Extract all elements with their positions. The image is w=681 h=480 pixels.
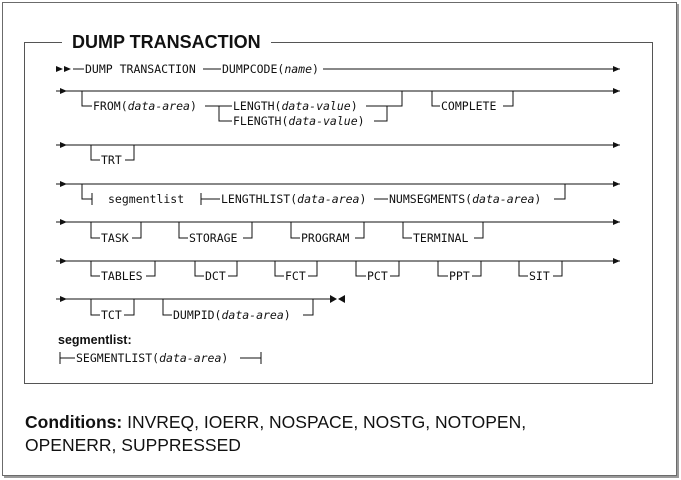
sit-option: SIT xyxy=(529,269,550,283)
syntax-line-1 xyxy=(56,66,620,72)
syntax-panel xyxy=(24,42,653,384)
syntax-line-7 xyxy=(56,295,345,316)
continuation-arrow-icon xyxy=(60,296,67,302)
pct-option: PCT xyxy=(367,269,388,283)
trt-option: TRT xyxy=(101,153,122,167)
segmentlist-label: segmentlist: xyxy=(58,333,132,347)
end-arrows-icon xyxy=(330,295,345,303)
lengthlist-option: LENGTHLIST(data-area) xyxy=(221,192,366,206)
conditions-block: Conditions: INVREQ, IOERR, NOSPACE, NOST… xyxy=(25,411,645,457)
conditions-label: Conditions: xyxy=(25,412,123,432)
flength-option: FLENGTH(data-value) xyxy=(233,114,365,128)
syntax-line-2 xyxy=(56,88,620,122)
segmentlist-ref: segmentlist xyxy=(108,192,184,206)
fct-option: FCT xyxy=(285,269,306,283)
dct-option: DCT xyxy=(205,269,226,283)
continuation-arrow-icon xyxy=(60,142,67,148)
continuation-arrow-icon xyxy=(60,219,67,225)
syntax-line-3 xyxy=(56,142,620,161)
task-option: TASK xyxy=(101,231,129,245)
command-title: DUMP TRANSACTION xyxy=(62,30,271,54)
tables-option: TABLES xyxy=(101,269,143,283)
figure-frame xyxy=(2,2,677,476)
start-double-arrow-icon xyxy=(56,66,71,72)
dump-transaction-keyword: DUMP TRANSACTION xyxy=(85,62,196,76)
continuation-arrow-icon xyxy=(60,88,67,94)
storage-option: STORAGE xyxy=(189,231,238,245)
syntax-line-5 xyxy=(56,219,620,239)
from-option: FROM(data-area) xyxy=(93,99,197,113)
length-option: LENGTH(data-value) xyxy=(233,99,358,113)
terminal-option: TERMINAL xyxy=(413,231,468,245)
segmentlist-diagram xyxy=(59,352,262,364)
complete-option: COMPLETE xyxy=(441,99,496,113)
program-option: PROGRAM xyxy=(301,231,350,245)
tct-option: TCT xyxy=(101,308,122,322)
dumpcode-option: DUMPCODE(name) xyxy=(222,62,319,76)
numsegments-option: NUMSEGMENTS(data-area) xyxy=(389,192,541,206)
conditions-list-line1: INVREQ, IOERR, NOSPACE, NOSTG, NOTOPEN, xyxy=(127,412,527,432)
syntax-line-4 xyxy=(56,181,620,205)
ppt-option: PPT xyxy=(449,269,470,283)
continuation-arrow-icon xyxy=(60,181,67,187)
continuation-arrow-icon xyxy=(60,258,67,264)
segmentlist-keyword: SEGMENTLIST(data-area) xyxy=(76,351,228,365)
conditions-list-line2: OPENERR, SUPPRESSED xyxy=(25,435,241,455)
dumpid-option: DUMPID(data-area) xyxy=(173,308,291,322)
syntax-line-6 xyxy=(56,258,620,277)
